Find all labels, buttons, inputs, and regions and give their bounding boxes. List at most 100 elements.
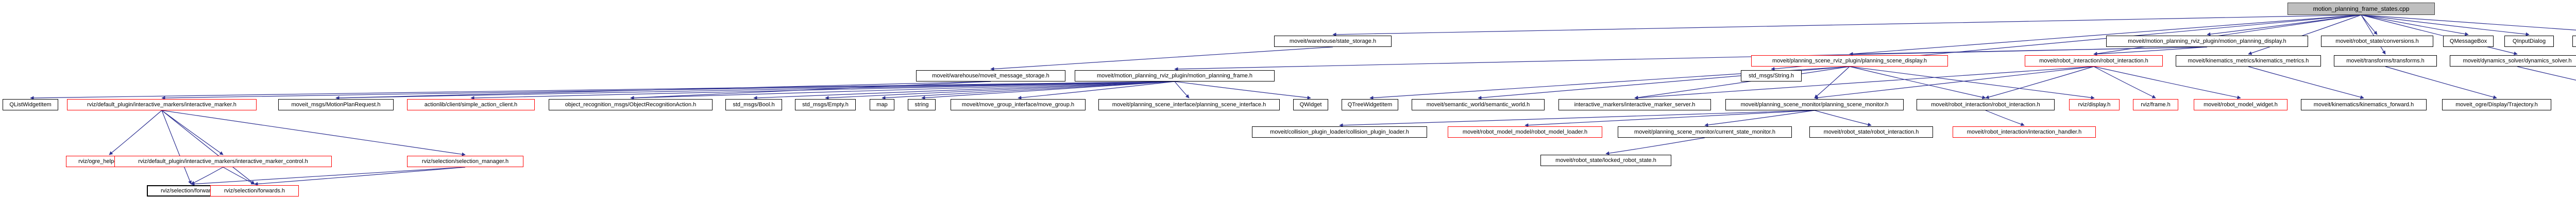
graph-edge — [1814, 66, 1850, 99]
graph-edge — [2361, 14, 2576, 31]
graph-node[interactable]: moveit/robot_model_model/robot_model_loa… — [1448, 126, 1602, 138]
graph-edge — [882, 81, 1175, 100]
graph-node[interactable]: actionlib/client/simple_action_client.h — [407, 99, 535, 110]
graph-node[interactable]: std_msgs/Bool.h — [725, 99, 782, 110]
graph-edge — [1174, 81, 1311, 100]
graph-node[interactable]: QMessageBox — [2443, 36, 2494, 47]
graph-edge — [2093, 14, 2362, 56]
graph-edge — [1018, 81, 1175, 100]
graph-edge — [2248, 66, 2364, 99]
graph-node[interactable]: string — [908, 99, 936, 110]
graph-edge — [191, 167, 224, 185]
graph-node[interactable]: map — [870, 99, 894, 110]
graph-edge — [630, 81, 991, 100]
graph-edge — [1605, 137, 1705, 155]
graph-edge — [254, 167, 466, 186]
graph-node[interactable]: moveit/planning_scene_monitor/planning_s… — [1725, 99, 1904, 110]
graph-node[interactable]: QInputDialog — [2504, 36, 2554, 47]
graph-edge — [335, 81, 1175, 100]
graph-edge — [2361, 14, 2386, 55]
graph-edge — [1849, 66, 1986, 100]
graph-node[interactable]: rviz/default_plugin/interactive_markers/… — [114, 156, 332, 167]
graph-node[interactable]: rviz/display.h — [2069, 99, 2120, 110]
graph-node[interactable]: moveit/collision_plugin_loader/collision… — [1252, 126, 1427, 138]
graph-node[interactable]: ui_motion_planning_rviz_plugin_frame.h — [2572, 36, 2576, 47]
graph-edge — [2517, 66, 2576, 81]
graph-node[interactable]: moveit/planning_scene_monitor/current_st… — [1618, 126, 1792, 138]
graph-node[interactable]: moveit/kinematics_metrics/kinematics_met… — [2176, 55, 2321, 67]
graph-node[interactable]: moveit/motion_planning_rviz_plugin/motio… — [1075, 70, 1275, 81]
graph-node[interactable]: moveit/motion_planning_rviz_plugin/motio… — [2106, 36, 2308, 47]
graph-root-node[interactable]: motion_planning_frame_states.cpp — [2287, 3, 2435, 15]
graph-edge — [2093, 66, 2241, 100]
graph-edge — [2361, 14, 2530, 36]
graph-edge — [470, 81, 1175, 100]
graph-node[interactable]: moveit/semantic_world/semantic_world.h — [1412, 99, 1545, 110]
graph-edge — [2093, 66, 2156, 99]
graph-edge — [1174, 81, 1190, 99]
graph-node[interactable]: rviz/selection/selection_manager.h — [407, 156, 523, 167]
graph-edge — [825, 81, 1175, 100]
graph-node[interactable]: std_msgs/Empty.h — [795, 99, 856, 110]
graph-node[interactable]: moveit/warehouse/moveit_message_storage.… — [916, 70, 1065, 81]
graph-edge — [1849, 66, 2095, 100]
graph-edge — [1985, 110, 2025, 126]
graph-node[interactable]: interactive_markers/interactive_marker_s… — [1558, 99, 1711, 110]
graph-edge — [2361, 14, 2518, 55]
graph-node[interactable]: moveit/robot_state/robot_interaction.h — [1809, 126, 1933, 138]
graph-edge — [1524, 110, 1815, 127]
graph-node[interactable]: moveit/warehouse/state_storage.h — [1274, 36, 1392, 47]
graph-edge — [1985, 66, 2094, 99]
graph-node[interactable]: moveit/kinematics/kinematics_forward.h — [2301, 99, 2427, 110]
graph-edge — [191, 167, 466, 186]
graph-node[interactable]: moveit/transforms/transforms.h — [2334, 55, 2437, 67]
graph-node[interactable]: moveit/robot_state/conversions.h — [2321, 36, 2433, 47]
graph-edge — [1704, 110, 1815, 127]
graph-edge — [2361, 14, 2378, 35]
graph-node[interactable]: moveit/robot_interaction/robot_interacti… — [2025, 55, 2163, 67]
graph-edge — [2361, 14, 2469, 36]
graph-node[interactable]: QListWidgetItem — [3, 99, 58, 110]
graph-node[interactable]: moveit_ogre/Display/Trajectory.h — [2442, 99, 2551, 110]
graph-edge — [2093, 46, 2208, 56]
graph-node[interactable]: moveit/planning_scene_interface/planning… — [1098, 99, 1280, 110]
graph-node[interactable]: moveit/robot_interaction/interaction_han… — [1953, 126, 2096, 138]
graph-edge — [161, 110, 255, 185]
graph-node[interactable]: moveit/planning_scene_rviz_plugin/planni… — [1751, 55, 1948, 67]
graph-node[interactable]: moveit/robot_state/locked_robot_state.h — [1540, 155, 1671, 166]
graph-node[interactable]: std_msgs/String.h — [1741, 70, 1802, 81]
graph-edge — [1849, 46, 2208, 56]
graph-edge — [990, 46, 1333, 71]
graph-edge — [921, 81, 1175, 100]
graph-node[interactable]: moveit/dynamics_solver/dynamics_solver.h — [2450, 55, 2576, 67]
graph-edge — [1814, 110, 1872, 126]
graph-node[interactable]: QWidget — [1293, 99, 1328, 110]
graph-node[interactable]: moveit_msgs/MotionPlanRequest.h — [278, 99, 394, 110]
graph-node[interactable]: moveit/robot_interaction/robot_interacti… — [1917, 99, 2055, 110]
graph-edge — [161, 110, 192, 185]
graph-node[interactable]: moveit/robot_model_widget.h — [2194, 99, 2287, 110]
graph-edge — [109, 110, 162, 155]
graph-edge — [335, 81, 991, 100]
graph-edge — [30, 81, 1175, 100]
graph-edge — [2207, 14, 2362, 36]
graph-node[interactable]: rviz/default_plugin/interactive_markers/… — [67, 99, 257, 110]
graph-edge — [1634, 66, 2094, 100]
graph-edge — [1849, 14, 2362, 56]
graph-edge — [2385, 66, 2497, 99]
graph-edge — [161, 81, 1175, 100]
graph-edge — [1814, 66, 2094, 100]
graph-edge — [2248, 14, 2362, 55]
graph-edge — [630, 81, 1175, 100]
graph-edge — [1339, 110, 1815, 127]
graph-node[interactable]: QTreeWidgetItem — [1342, 99, 1398, 110]
graph-edge — [753, 81, 1175, 100]
graph-node[interactable]: moveit/move_group_interface/move_group.h — [951, 99, 1086, 110]
graph-edge — [161, 110, 466, 156]
graph-edge — [161, 110, 224, 155]
graph-node[interactable]: object_recognition_msgs/ObjectRecognitio… — [549, 99, 713, 110]
graph-node[interactable]: rviz/selection/forwards.h — [210, 185, 299, 197]
graph-node[interactable]: rviz/frame.h — [2133, 99, 2178, 110]
graph-edge — [223, 167, 255, 185]
